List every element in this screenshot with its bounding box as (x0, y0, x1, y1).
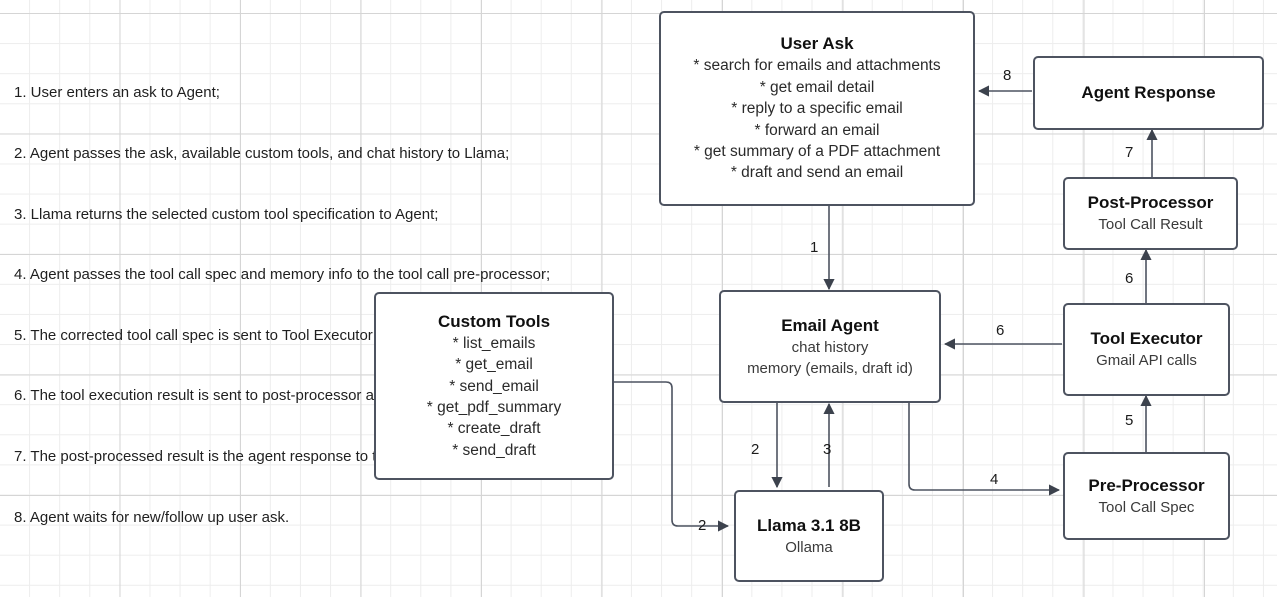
edge-label-1: 1 (810, 239, 819, 256)
node-agent-response[interactable]: Agent Response (1033, 56, 1264, 130)
node-custom-tools-item: * list_emails (452, 334, 536, 352)
legend-line: 1. User enters an ask to Agent; (14, 84, 220, 102)
legend-line: 4. Agent passes the tool call spec and m… (14, 266, 551, 284)
node-llama[interactable]: Llama 3.1 8B Ollama (734, 490, 884, 582)
node-email-agent-subtitle-memory: memory (emails, draft id) (747, 359, 913, 377)
node-user-ask-item: * reply to a specific email (731, 100, 903, 118)
node-custom-tools-item: * send_draft (452, 441, 536, 459)
node-user-ask-item: * get email detail (759, 78, 875, 96)
edge-label-5: 5 (1125, 412, 1134, 429)
node-custom-tools-title: Custom Tools (437, 311, 551, 331)
node-user-ask-item: * search for emails and attachments (693, 57, 941, 75)
node-tool-executor-subtitle: Gmail API calls (1096, 352, 1197, 369)
node-tool-executor[interactable]: Tool Executor Gmail API calls (1063, 303, 1230, 396)
node-custom-tools-item: * get_pdf_summary (426, 399, 562, 416)
node-user-ask-title: User Ask (780, 34, 854, 54)
edge-label-4: 4 (990, 471, 999, 488)
node-llama-title: Llama 3.1 8B (757, 515, 861, 535)
node-user-ask-item: * forward an email (754, 121, 880, 139)
node-post-processor[interactable]: Post-Processor Tool Call Result (1063, 177, 1238, 250)
node-tool-executor-title: Tool Executor (1090, 329, 1203, 348)
legend-line: 8. Agent waits for new/follow up user as… (14, 508, 290, 526)
node-post-processor-subtitle: Tool Call Result (1098, 216, 1203, 233)
node-user-ask-item: * get summary of a PDF attachment (693, 142, 941, 160)
edge-email-agent-to-pre-processor (908, 403, 1061, 496)
node-user-ask-item: * draft and send an email (730, 164, 904, 182)
edge-label-8: 8 (1003, 67, 1012, 84)
node-custom-tools[interactable]: Custom Tools * list_emails * get_email *… (374, 292, 614, 480)
edge-label-2-custom-tools-llama: 2 (698, 517, 707, 534)
edge-label-2-email-agent-llama: 2 (751, 441, 760, 458)
node-llama-subtitle: Ollama (785, 538, 833, 556)
node-custom-tools-item: * get_email (455, 356, 533, 374)
node-pre-processor-subtitle: Tool Call Spec (1098, 498, 1195, 516)
edge-custom-tools-to-llama (614, 381, 730, 532)
edge-label-3: 3 (823, 441, 832, 458)
node-custom-tools-item: * send_email (449, 377, 539, 395)
edge-label-7: 7 (1125, 144, 1134, 161)
node-custom-tools-item: * create_draft (447, 420, 541, 438)
edge-label-6-tool-executor-post-processor: 6 (1125, 270, 1134, 287)
node-email-agent[interactable]: Email Agent chat history memory (emails,… (719, 290, 941, 403)
node-email-agent-subtitle-chat-history: chat history (791, 338, 869, 356)
legend-line: 2. Agent passes the ask, available custo… (14, 145, 510, 163)
edge-label-6-tool-executor-email-agent: 6 (996, 322, 1005, 339)
node-pre-processor[interactable]: Pre-Processor Tool Call Spec (1063, 452, 1230, 540)
node-agent-response-title: Agent Response (1081, 83, 1216, 102)
node-pre-processor-title: Pre-Processor (1088, 475, 1205, 495)
node-user-ask[interactable]: User Ask * search for emails and attachm… (659, 11, 975, 206)
node-post-processor-title: Post-Processor (1087, 193, 1214, 212)
node-email-agent-title: Email Agent (781, 315, 879, 335)
legend-line: 3. Llama returns the selected custom too… (14, 205, 439, 223)
